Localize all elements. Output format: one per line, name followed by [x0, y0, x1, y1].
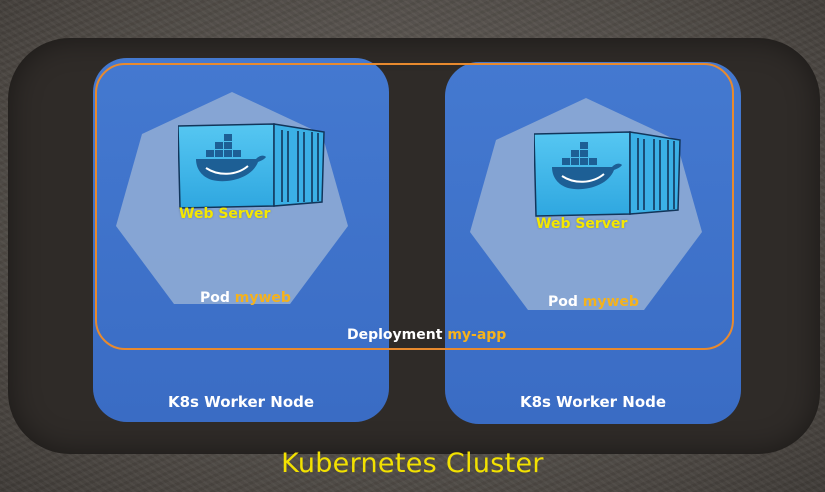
deployment-label: Deployment my-app	[347, 327, 506, 343]
deployment-prefix: Deployment	[347, 327, 443, 343]
worker-node-label: K8s Worker Node	[519, 393, 667, 411]
pod-label: Pod myweb	[200, 290, 291, 306]
deployment-outline	[95, 63, 734, 350]
deployment-name: my-app	[447, 327, 507, 343]
pod-prefix: Pod	[200, 290, 230, 306]
pod-name: myweb	[582, 294, 639, 310]
cluster-label: Kubernetes Cluster	[281, 448, 544, 479]
worker-node-label: K8s Worker Node	[167, 393, 315, 411]
pod-name: myweb	[234, 290, 291, 306]
pod-label: Pod myweb	[548, 294, 639, 310]
web-server-label: Web Server	[179, 206, 271, 222]
web-server-label: Web Server	[536, 216, 628, 232]
docker-container-icon	[534, 131, 681, 217]
pod-prefix: Pod	[548, 294, 578, 310]
docker-container-icon	[178, 123, 325, 209]
